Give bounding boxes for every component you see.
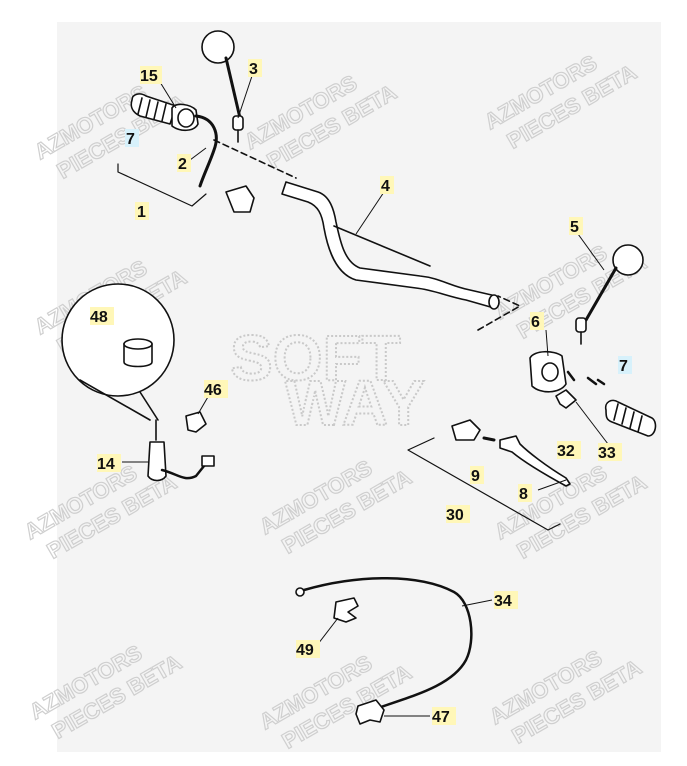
- callout-14: 14: [97, 456, 115, 473]
- brake-lever-drawing: [451, 419, 571, 487]
- callout-1: 1: [137, 204, 146, 221]
- cover-46-drawing: [185, 411, 207, 433]
- bracket-47-drawing: [355, 699, 385, 725]
- throttle-cable-drawing: [194, 114, 218, 188]
- callout-7-right: 7: [619, 358, 628, 375]
- softway-logo: SOFT WAY: [229, 321, 426, 440]
- watermark: AZMOTORS PIECES BETA: [24, 639, 186, 744]
- right-housing-drawing: [529, 350, 567, 393]
- right-grip-drawing: [604, 399, 657, 437]
- callout-9: 9: [471, 468, 480, 485]
- callout-4: 4: [381, 178, 390, 195]
- assembly-line-left: [213, 139, 297, 179]
- callout-46: 46: [204, 382, 222, 399]
- assembly-line-right: [477, 295, 521, 331]
- callout-6: 6: [531, 314, 540, 331]
- callout-49: 49: [296, 642, 314, 659]
- switch-block-drawing: [225, 185, 255, 213]
- callout-15: 15: [140, 68, 158, 85]
- clip-49-drawing: [333, 597, 359, 623]
- handlebar-drawing: [281, 181, 500, 310]
- watermark: AZMOTORS PIECES BETA: [239, 69, 401, 174]
- group-bracket-1: [117, 163, 207, 207]
- throttle-housing-drawing: [171, 103, 199, 132]
- callout-33: 33: [598, 445, 616, 462]
- callout-34: 34: [494, 593, 512, 610]
- callout-32: 32: [557, 443, 575, 460]
- watermark: AZMOTORS PIECES BETA: [29, 79, 191, 184]
- callout-layer: 15 3 7 2 1 4 5 6 7 48 46 14 32: [90, 59, 632, 726]
- callout-3: 3: [249, 61, 258, 78]
- group-bracket-9: [407, 437, 561, 531]
- clamp-screws-drawing: [555, 370, 606, 409]
- cable-34-drawing: [295, 577, 473, 710]
- watermark: AZMOTORS PIECES BETA: [489, 239, 651, 344]
- right-mirror-drawing: [575, 244, 644, 345]
- callout-7-left: 7: [126, 131, 135, 148]
- callout-2: 2: [178, 156, 187, 173]
- watermark: AZMOTORS PIECES BETA: [484, 644, 646, 749]
- callout-47: 47: [432, 709, 450, 726]
- detail-magnifier-drawing: [61, 283, 175, 421]
- watermark: AZMOTORS PIECES BETA: [254, 649, 416, 754]
- watermark: AZMOTORS PIECES BETA: [489, 459, 651, 564]
- watermark: AZMOTORS PIECES BETA: [254, 454, 416, 559]
- callout-48: 48: [90, 309, 108, 326]
- callout-30: 30: [446, 507, 464, 524]
- logo-line2: WAY: [285, 367, 425, 439]
- left-mirror-drawing: [201, 30, 244, 143]
- callout-5: 5: [570, 219, 579, 236]
- watermark: AZMOTORS PIECES BETA: [479, 49, 641, 154]
- callout-8: 8: [519, 486, 528, 503]
- kill-switch-drawing: [147, 419, 215, 482]
- logo-line1: SOFT: [230, 322, 401, 394]
